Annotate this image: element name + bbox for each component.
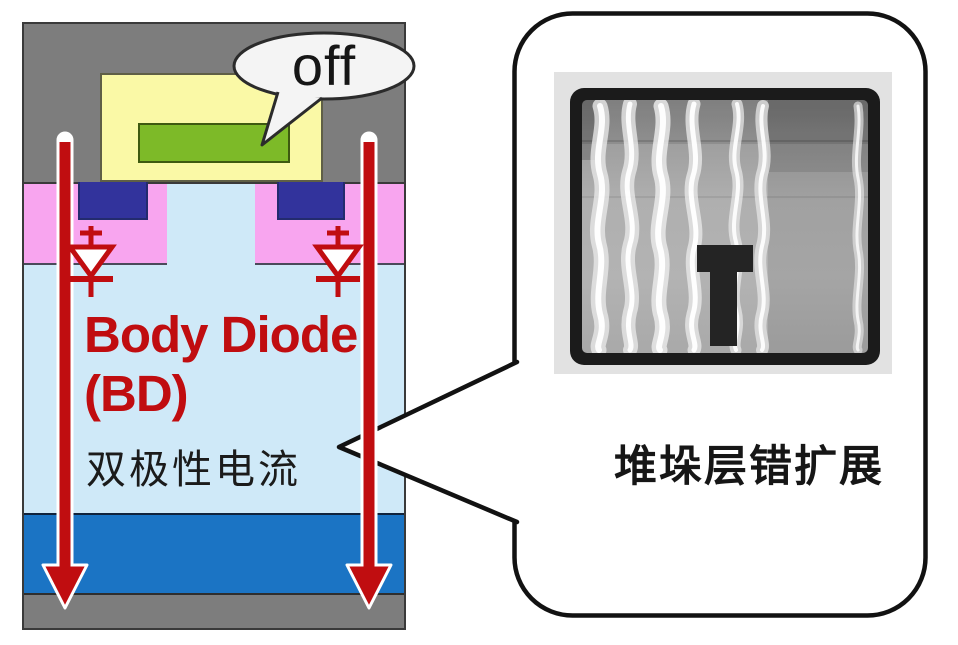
electrode-t-mark	[697, 245, 753, 346]
stacking-fault-streaks	[582, 100, 868, 353]
t-mark-stem	[710, 271, 737, 346]
body-diode-label-line2: (BD)	[84, 365, 189, 422]
gate-electrode	[138, 123, 290, 163]
body-diode-label-line1: Body Diode	[84, 306, 358, 363]
bipolar-current-label: 双极性电流	[86, 448, 301, 492]
t-mark-bar	[697, 245, 753, 272]
drain-metal-region	[22, 593, 406, 630]
callout-caption: 堆垛层错扩展	[614, 443, 884, 491]
el-micrograph-image	[582, 100, 868, 353]
nplus-source-left	[78, 182, 148, 220]
nplus-source-right	[277, 182, 345, 220]
jfet-region	[167, 182, 255, 265]
substrate-region	[22, 513, 406, 593]
off-label: off	[291, 33, 357, 97]
